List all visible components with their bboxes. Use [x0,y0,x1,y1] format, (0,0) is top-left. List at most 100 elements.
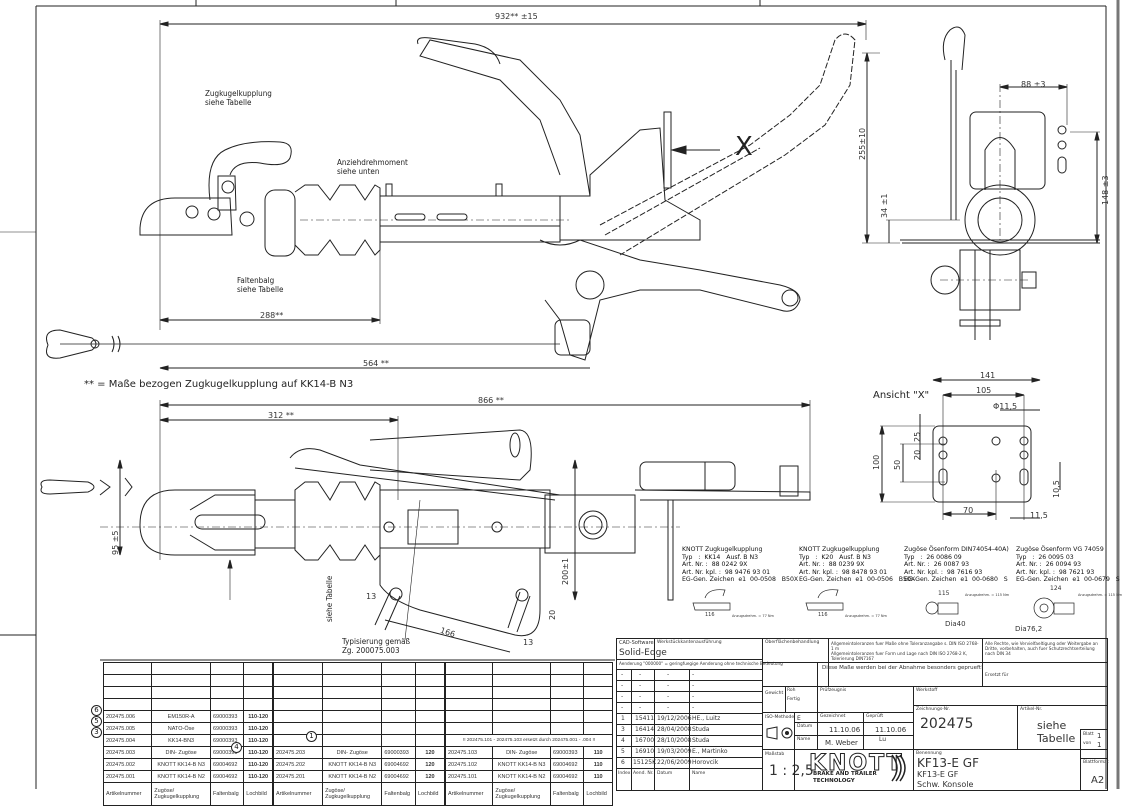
revision-number: 15411 [635,715,655,722]
spec-torque-a: Anzugsdrehm. = 77 Nm [732,614,774,618]
label-typing-line1: Typisierung gemäß [342,637,411,646]
column-header: Lochbild [243,782,273,806]
spec-dim-3: 115 [938,590,950,597]
dim-plate-11-5: 11,5 [1030,511,1048,520]
dim-plate-10-5: 10,5 [1052,480,1061,498]
revision-name: - [692,671,695,678]
technical-drawing [0,0,1120,789]
title-block: CAD-Software Solid-Edge Werkstückkantena… [616,638,1109,791]
dim-plate-105: 105 [976,386,992,395]
revision-date: - [667,704,670,711]
label-bellows-line1: Faltenbalg [237,276,275,285]
dim-hole-dia: Φ11,5 [993,402,1018,411]
view-x-title: Ansicht "X" [873,390,930,401]
cell-bellows: 69004692 [381,770,416,783]
dim-148: 148 ±3 [1101,175,1110,205]
mounting-plate [932,425,1032,503]
revision-col-index: Index [618,771,631,776]
revision-name: - [692,693,695,700]
spec-type: Typ : 26 0095 03 [1016,553,1074,561]
column-header: Zugöse/ Zugkugelkupplung [322,782,383,806]
column-header: Faltenbalg [550,782,585,806]
revision-col-date: Datum [657,771,673,776]
revision-number: - [639,682,642,689]
dim-88: 88 ±3 [1021,80,1046,89]
revision-date: 28/10/2008 [657,737,692,744]
iso-method-value: E [797,715,801,722]
cell-hole: 110-120 [243,734,273,747]
cell-article: 202475.001 [102,770,153,783]
edge-treatment-label: Werkstückkantenausführung [657,640,722,645]
cell-bellows: 69000393 [209,710,245,723]
cell-coupling: DIN- Zugöse [492,746,552,759]
cell-hole: 110-120 [243,758,273,771]
spec-art-no: Art. Nr. : 88 0242 9X [682,561,748,568]
revision-index: - [621,704,624,711]
view-marker-x: X [735,132,753,162]
dim-overall-length: 932** ±15 [495,12,538,21]
dim-312: 312 ** [268,411,294,420]
revision-index: 4 [621,737,625,744]
inspection-note: Diese Maße werden bei der Abnahme besond… [822,665,984,671]
sheet-label: Blatt [1083,732,1094,737]
column-header: Zugöse/ Zugkugelkupplung [492,782,552,806]
column-header: Lochbild [415,782,445,806]
column-header: Artikelnummer [272,782,324,806]
label-typing-line2: Zg. 200075.003 [342,646,400,655]
index-marker: 4 [231,742,242,753]
cell-coupling: NATO-Öse [151,722,211,735]
drawing-subtitle-2: Schw. Konsole [917,780,974,789]
cell-bellows: 69000393 [550,746,585,759]
cell-bellows: 69004692 [550,770,585,783]
drawing-subtitle-1: KF13-E GF [917,770,959,779]
material-label: Werkstoff [916,688,938,693]
revision-date: 19/03/2009 [657,748,692,755]
dim-255: 255±10 [858,127,867,160]
finished-weight-label: Fertig [787,697,800,702]
spec-dim-4: 124 [1050,585,1062,592]
cell-coupling: KNOTT KK14-B N3 [492,758,552,771]
of-sheets-label: von [1083,741,1092,746]
dim-plate-141: 141 [980,371,996,380]
cell-hole: 110 [583,758,613,771]
cell-hole: 110-120 [243,746,273,759]
name-label: Name [797,737,811,742]
spec-type: Typ : 26 0086 09 [904,553,962,561]
spec-block-vg-eye: Zugöse Ösenform VG 74059 Typ : 26 0095 0… [1016,546,1120,584]
revision-name: E., Martinko [692,748,728,755]
spec-dia76: Dia76,2 [1015,625,1043,633]
cell-hole: 120 [415,758,445,771]
spec-block-kk14: KNOTT Zugkugelkupplung Typ : KK14 Ausf. … [682,546,798,584]
revision-name: HE., Luitz [692,715,721,722]
spec-dim-1: 116 [705,612,715,618]
dim-564: 564 ** [363,359,389,368]
logo-tagline-2: TECHNOLOGY [813,778,855,784]
cell-article: 202475.005 [102,722,153,735]
cell-hole: 110-120 [243,710,273,723]
revision-index: 3 [621,726,625,733]
revision-date: - [667,682,670,689]
raw-weight-label: Roh [787,688,796,693]
label-bellows-line2: siehe Tabelle [237,285,284,294]
spec-title: KNOTT Zugkugelkupplung [682,546,763,553]
cell-coupling: DIN- Zugöse [322,746,383,759]
checked-name: Lu [879,736,887,743]
revision-number: 16414 [635,726,655,733]
label-torque-line2: siehe unten [337,167,380,176]
index-marker: 6 [91,705,102,716]
cell-hole: 120 [415,770,445,783]
dim-plate-100: 100 [872,454,881,470]
column-header: Lochbild [583,782,613,806]
dim-34: 34 ±1 [880,193,889,218]
revision-date: - [667,671,670,678]
spec-title: Zugöse Ösenform DIN74054-40A) [904,546,1009,553]
